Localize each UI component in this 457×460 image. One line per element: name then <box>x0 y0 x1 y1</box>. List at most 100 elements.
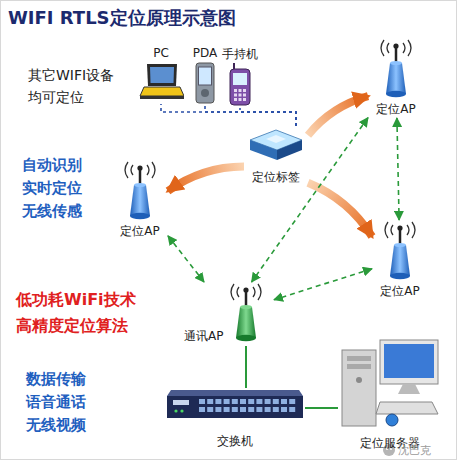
connector <box>274 269 372 300</box>
switch-port <box>265 399 271 404</box>
switch-port <box>289 399 295 404</box>
monitor-stand <box>398 384 420 394</box>
phone-key <box>239 98 242 101</box>
antenna-icon <box>372 220 428 282</box>
phone-key <box>234 94 237 97</box>
connector <box>168 236 204 282</box>
switch-port <box>281 399 287 404</box>
connector <box>397 118 399 220</box>
phone-screen <box>233 73 247 85</box>
switch-port <box>289 407 295 412</box>
antenna-base <box>390 273 410 279</box>
tower-case <box>342 350 376 426</box>
node-label: 手持机 <box>220 46 260 63</box>
antenna-tip <box>243 287 248 292</box>
antenna-base <box>386 91 406 97</box>
switch-port <box>215 399 221 404</box>
connector <box>168 166 244 191</box>
tower-bay <box>347 356 371 361</box>
antenna-base <box>130 213 150 219</box>
antenna-tip <box>393 43 398 48</box>
laptop-lid <box>147 64 177 86</box>
phone-key <box>239 89 242 92</box>
tag-right <box>277 140 302 160</box>
connector <box>240 108 296 126</box>
connector <box>161 104 296 126</box>
laptop-edge <box>140 96 184 99</box>
pda-screen <box>199 67 212 85</box>
side-note: 数据传输 <box>26 370 86 389</box>
antenna-body <box>236 307 256 338</box>
switch-port <box>248 399 254 404</box>
antenna-icon <box>112 160 168 222</box>
device-node: 定位AP <box>368 38 424 118</box>
phone-key <box>243 94 246 97</box>
antenna-body <box>386 63 406 94</box>
node-label: 定位标签 <box>234 169 318 186</box>
switch-port <box>224 399 230 404</box>
connector <box>308 96 368 135</box>
device-node: 交换机 <box>165 388 305 450</box>
phone-key <box>234 89 237 92</box>
antenna-top <box>134 183 146 187</box>
side-note: 自动识别 <box>22 156 82 175</box>
antenna-body <box>130 185 150 216</box>
node-label: 定位AP <box>102 223 178 240</box>
switch-port <box>207 407 213 412</box>
switch-port <box>207 399 213 404</box>
tag-left <box>250 140 277 160</box>
side-note: 其它WIFI设备 均可定位 <box>28 64 128 108</box>
side-note: 无线传感 <box>22 202 82 221</box>
antenna-top <box>394 243 406 247</box>
laptop-screen <box>150 67 174 83</box>
keyboard <box>376 402 438 414</box>
switch-port <box>248 407 254 412</box>
switch-port <box>256 399 262 404</box>
antenna-tip <box>397 225 402 230</box>
monitor-screen <box>384 344 434 378</box>
switch-port <box>232 399 238 404</box>
switch-port <box>273 407 279 412</box>
switch-badge <box>173 400 189 405</box>
device-node: PDA <box>190 46 220 106</box>
antenna-top <box>390 61 402 65</box>
node-label: PC <box>136 46 186 60</box>
node-label: 通讯AP <box>184 328 223 345</box>
phone-key <box>243 89 246 92</box>
tag-icon <box>244 126 308 166</box>
phone-key <box>239 94 242 97</box>
node-label: 定位AP <box>358 101 434 118</box>
node-label: 交换机 <box>155 433 315 450</box>
antenna-top <box>240 305 252 309</box>
server-icon <box>340 336 440 432</box>
switch-port <box>232 407 238 412</box>
watermark: 沈巴克 <box>398 443 431 458</box>
switch-led <box>174 409 177 412</box>
side-note: 语音通话 <box>26 393 86 412</box>
antenna-tip <box>137 165 142 170</box>
tower-button <box>356 377 362 383</box>
side-note: 无线视频 <box>26 416 86 435</box>
device-node: 定位标签 <box>244 126 308 186</box>
antenna-icon <box>368 38 424 100</box>
connector <box>245 346 247 388</box>
pda-body <box>196 63 214 103</box>
node-label: PDA <box>190 46 220 60</box>
device-node: 定位AP <box>112 160 168 240</box>
switch-top <box>167 390 303 396</box>
phone-body <box>230 69 250 105</box>
node-label: 定位服务器 <box>328 435 452 452</box>
tower-bay <box>347 364 371 369</box>
device-node: PC <box>136 46 186 104</box>
antenna-body <box>390 245 410 276</box>
globe-badge <box>386 414 398 426</box>
laptop-icon <box>138 62 184 102</box>
pda-button <box>201 89 209 97</box>
diagram-title: WIFI RTLS定位原理示意图 <box>8 6 236 30</box>
side-note: 实时定位 <box>22 179 82 198</box>
connector <box>305 407 338 409</box>
antenna-base <box>236 335 256 341</box>
